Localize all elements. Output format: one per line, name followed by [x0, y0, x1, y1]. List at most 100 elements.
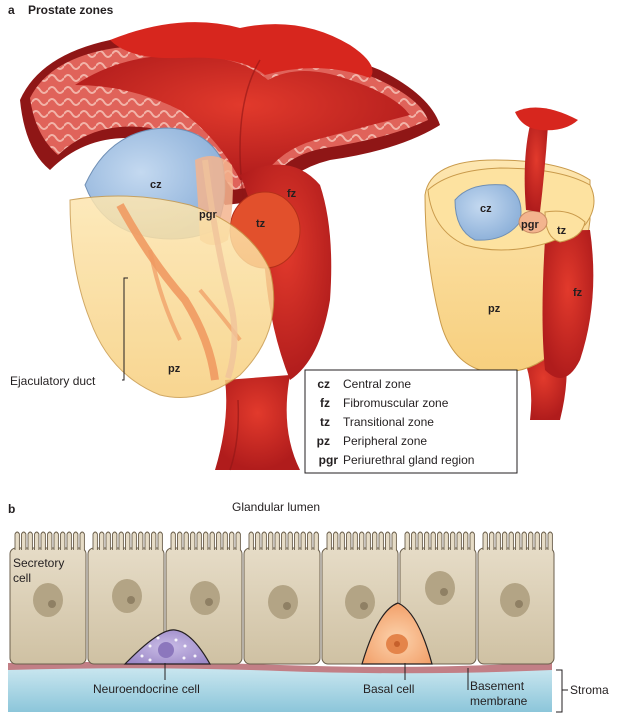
microvillus: [347, 532, 351, 550]
label-pz: pz: [168, 363, 181, 375]
microvillus: [93, 532, 97, 550]
legend-abbr-tz: tz: [320, 415, 330, 429]
microvillus: [113, 532, 117, 550]
microvillus: [548, 532, 552, 550]
label-ejaculatory-duct: Ejaculatory duct: [10, 374, 96, 388]
microvillus: [126, 532, 130, 550]
secretory-nucleus: [268, 585, 298, 619]
microvillus: [35, 532, 39, 550]
microvillus: [464, 532, 468, 550]
microvillus: [210, 532, 214, 550]
label-pgr: pgr: [199, 209, 217, 221]
microvillus: [275, 532, 279, 550]
nucleolus: [440, 588, 448, 596]
microvillus: [106, 532, 110, 550]
microvillus: [535, 532, 539, 550]
label-tz: tz: [256, 218, 266, 230]
nucleolus: [127, 596, 135, 604]
secretory-label-line1: Secretory: [13, 556, 64, 570]
basement-label-line2: membrane: [470, 694, 528, 708]
cross-label-pz: pz: [488, 303, 501, 315]
microvillus: [191, 532, 195, 550]
legend-abbr-cz: cz: [317, 377, 330, 391]
microvillus: [457, 532, 461, 550]
secretory-cells: [10, 532, 554, 664]
cross-label-pgr: pgr: [521, 219, 539, 231]
microvillus: [223, 532, 227, 550]
microvillus: [48, 532, 52, 550]
microvillus: [236, 532, 240, 550]
microvillus: [373, 532, 377, 550]
microvillus: [529, 532, 533, 550]
nucleolus: [515, 600, 523, 608]
microvillus: [542, 532, 546, 550]
nucleolus: [360, 602, 368, 610]
microvillus: [61, 532, 65, 550]
microvillus: [262, 532, 266, 550]
microvillus: [28, 532, 32, 550]
nucleolus: [283, 602, 291, 610]
microvillus: [145, 532, 149, 550]
microvillus: [451, 532, 455, 550]
label-fz: fz: [287, 188, 297, 200]
microvillus: [282, 532, 286, 550]
microvillus: [308, 532, 312, 550]
microvillus: [132, 532, 136, 550]
basement-label-line1: Basement: [470, 679, 525, 693]
microvillus: [353, 532, 357, 550]
microvillus: [490, 532, 494, 550]
secretory-nucleus: [112, 579, 142, 613]
microvillus: [249, 532, 253, 550]
zone-legend: cz Central zone fz Fibromuscular zone tz…: [305, 370, 517, 473]
microvillus: [366, 532, 370, 550]
legend-text-fz: Fibromuscular zone: [343, 396, 449, 410]
microvillus: [80, 532, 84, 550]
neuroendocrine-label: Neuroendocrine cell: [93, 682, 200, 696]
microvillus: [496, 532, 500, 550]
microvillus: [184, 532, 188, 550]
microvillus: [152, 532, 156, 550]
microvillus: [360, 532, 364, 550]
microvillus: [230, 532, 234, 550]
microvillus: [334, 532, 338, 550]
microvillus: [217, 532, 221, 550]
microvillus: [470, 532, 474, 550]
label-cz: cz: [150, 179, 162, 191]
microvillus: [100, 532, 104, 550]
secretory-nucleus: [500, 583, 530, 617]
legend-text-tz: Transitional zone: [343, 415, 434, 429]
microvillus: [119, 532, 123, 550]
microvillus: [15, 532, 19, 550]
microvillus: [431, 532, 435, 550]
microvillus: [41, 532, 45, 550]
microvillus: [139, 532, 143, 550]
microvillus: [412, 532, 416, 550]
microvillus: [509, 532, 513, 550]
glandular-lumen-label: Glandular lumen: [232, 500, 320, 514]
microvillus: [314, 532, 318, 550]
secretory-nucleus: [33, 583, 63, 617]
cross-label-fz: fz: [573, 287, 583, 299]
secretory-nucleus: [345, 585, 375, 619]
microvillus: [74, 532, 78, 550]
legend-text-cz: Central zone: [343, 377, 411, 391]
microvillus: [379, 532, 383, 550]
microvillus: [483, 532, 487, 550]
secretory-label-line2: cell: [13, 571, 31, 585]
microvillus: [522, 532, 526, 550]
legend-text-pgr: Periurethral gland region: [343, 453, 474, 467]
panel-a-letter: a: [8, 3, 15, 17]
stroma-label: Stroma: [570, 683, 609, 697]
microvillus: [418, 532, 422, 550]
microvillus: [516, 532, 520, 550]
microvillus: [197, 532, 201, 550]
microvillus: [295, 532, 299, 550]
legend-text-pz: Peripheral zone: [343, 434, 427, 448]
microvillus: [269, 532, 273, 550]
nucleolus: [205, 598, 213, 606]
microvillus: [67, 532, 71, 550]
panel-b-letter: b: [8, 502, 15, 516]
microvillus: [444, 532, 448, 550]
microvillus: [171, 532, 175, 550]
